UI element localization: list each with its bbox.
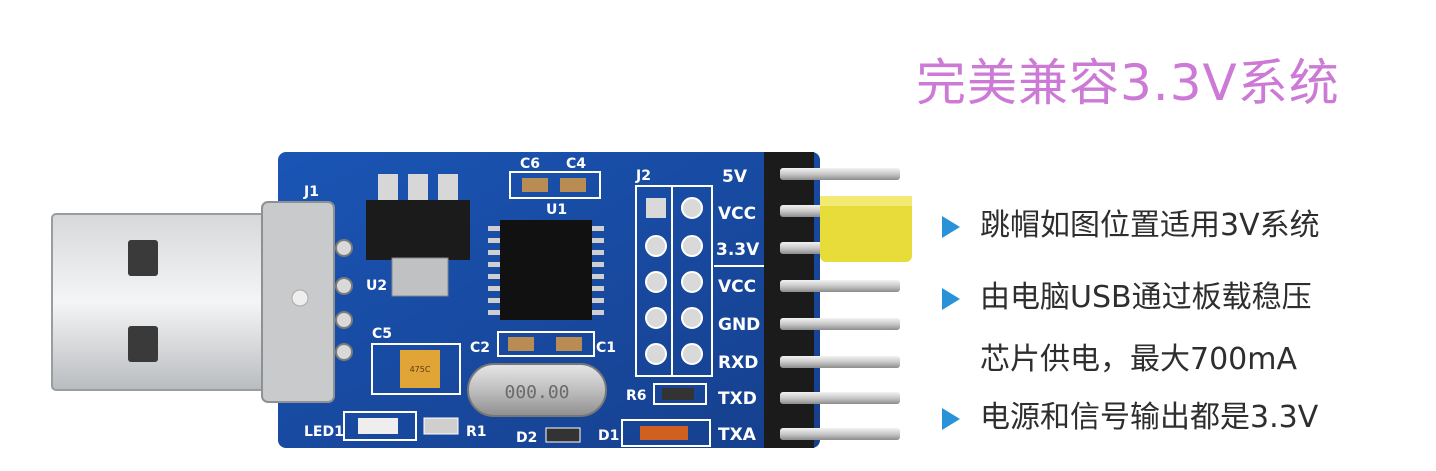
label-led1: LED1 — [304, 424, 344, 440]
tantalum-c5: 475C — [371, 343, 461, 395]
label-d2: D2 — [516, 430, 537, 446]
triangle-bullet-icon — [942, 216, 960, 238]
led-and-r1 — [343, 411, 459, 441]
feature-power-source-cont: 芯片供电，最大700mA — [980, 342, 1298, 377]
pin-label-txd: TXD — [718, 389, 757, 409]
label-r6: R6 — [626, 388, 647, 404]
pin-label-vcc-1: VCC — [718, 204, 756, 224]
header-j2 — [635, 185, 713, 377]
caps-c6-c4 — [509, 171, 601, 199]
pin-label-txa: TXA — [718, 425, 757, 445]
label-c6: C6 — [520, 156, 540, 172]
triangle-bullet-icon — [942, 288, 960, 310]
usb-connector — [51, 201, 353, 403]
pin-header-right — [764, 152, 912, 448]
label-d1: D1 — [598, 428, 619, 444]
label-r1: R1 — [466, 424, 487, 440]
pin-label-5v: 5V — [722, 167, 748, 187]
label-c2: C2 — [470, 340, 490, 356]
label-c5: C5 — [372, 326, 392, 342]
d2-d1-r6 — [545, 383, 711, 447]
label-j2: J2 — [635, 168, 651, 184]
feature-jumper: 跳帽如图位置适用3V系统 — [942, 206, 1320, 246]
regulator-u2 — [366, 174, 470, 297]
headline-title: 完美兼容3.3V系统 — [916, 54, 1340, 112]
label-c4: C4 — [566, 156, 586, 172]
pin-label-3v3: 3.3V — [716, 240, 760, 260]
triangle-bullet-icon — [942, 408, 960, 430]
feature-output-level: 电源和信号输出都是3.3V — [942, 398, 1318, 438]
svg-text:000.00: 000.00 — [504, 382, 569, 403]
pin-label-vcc-2: VCC — [718, 277, 756, 297]
pin-label-gnd: GND — [718, 315, 760, 335]
pin-label-rxd: RXD — [718, 353, 758, 373]
ic-u1 — [488, 220, 604, 320]
jumper-cap — [820, 196, 912, 262]
caps-c2-c1 — [497, 331, 595, 357]
svg-text:475C: 475C — [410, 365, 431, 374]
label-j1: J1 — [303, 184, 319, 200]
label-u1: U1 — [546, 202, 567, 218]
feature-power-source: 由电脑USB通过板载稳压 — [942, 278, 1312, 318]
crystal: 000.00 — [467, 363, 607, 417]
label-u2: U2 — [366, 278, 387, 294]
label-c1: C1 — [596, 340, 616, 356]
